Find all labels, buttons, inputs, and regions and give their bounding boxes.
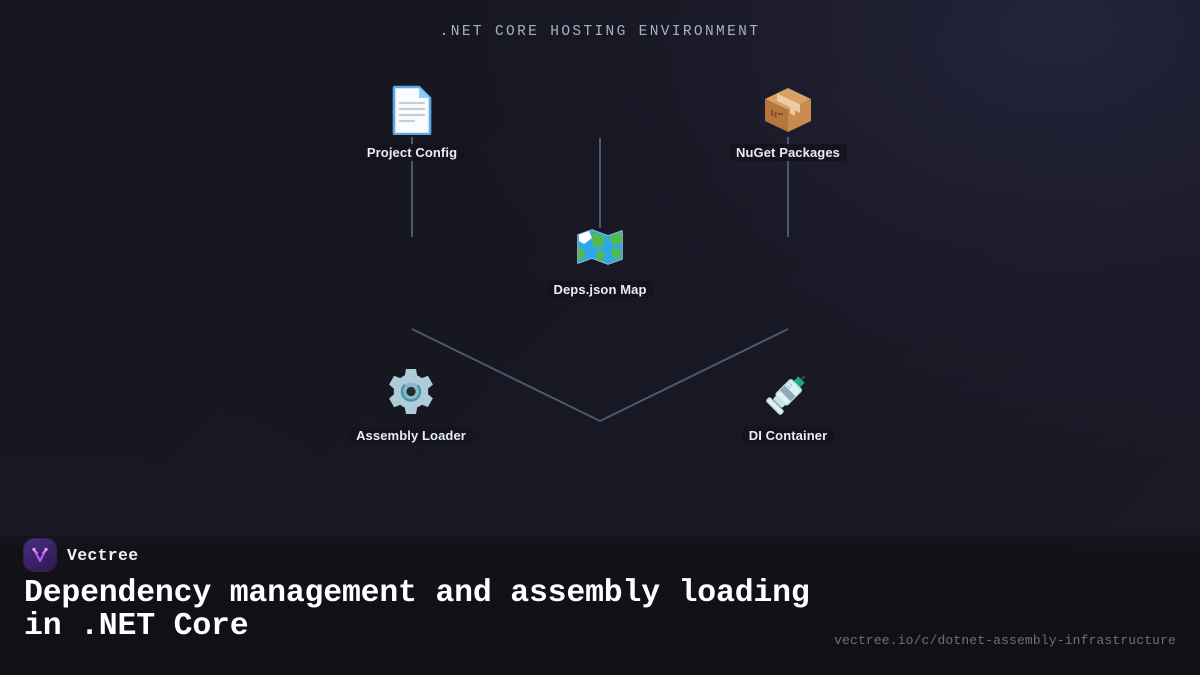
- package-box-icon: [688, 82, 888, 138]
- syringe-icon: [688, 365, 888, 421]
- node-deps-json-map[interactable]: Deps.json Map: [500, 219, 700, 299]
- brand-row: Vectree: [24, 539, 138, 571]
- node-nuget-packages[interactable]: NuGet Packages: [688, 82, 888, 162]
- world-map-icon: [500, 219, 700, 275]
- node-label: NuGet Packages: [728, 144, 847, 161]
- footer-bar: Vectree Dependency management and assemb…: [0, 535, 1200, 675]
- brand-name: Vectree: [67, 545, 139, 565]
- node-label: Assembly Loader: [349, 427, 473, 444]
- vectree-logo-icon: [24, 539, 56, 571]
- node-label: Project Config: [359, 144, 465, 161]
- page-facing-up-icon: [312, 82, 512, 138]
- node-di-container[interactable]: DI Container: [688, 365, 888, 445]
- node-label: DI Container: [741, 427, 835, 444]
- gear-icon: [311, 365, 511, 421]
- page-url: vectree.io/c/dotnet-assembly-infrastruct…: [834, 633, 1176, 648]
- headline: Dependency management and assembly loadi…: [24, 576, 810, 644]
- node-assembly-loader[interactable]: Assembly Loader: [311, 365, 511, 445]
- node-label: Deps.json Map: [546, 281, 654, 298]
- diagram-title: .NET CORE HOSTING ENVIRONMENT: [439, 24, 761, 40]
- node-project-config[interactable]: Project Config: [312, 82, 512, 162]
